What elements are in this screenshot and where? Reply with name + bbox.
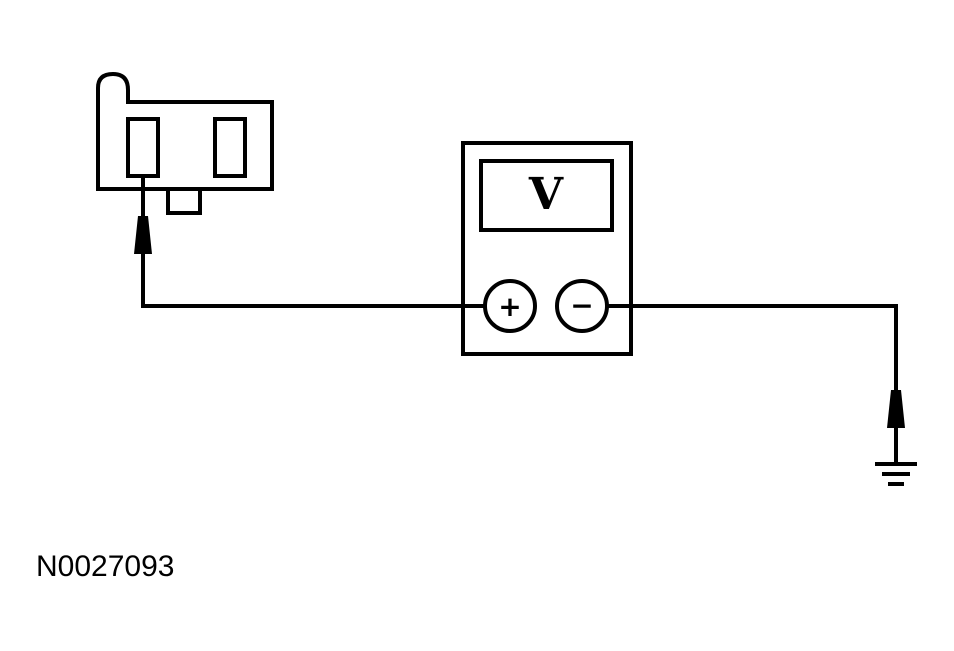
meter-symbol: V [528,169,564,220]
connector-icon [96,71,274,215]
negative-terminal: − [555,279,609,333]
negative-lead-wire [607,304,898,390]
positive-terminal: + [483,279,537,333]
positive-sign: + [498,290,521,323]
figure-id-label: N0027093 [36,550,174,583]
probe-icon [134,178,152,254]
positive-lead-wire [141,254,486,308]
ground-icon [875,462,917,486]
voltmeter: V + − [461,141,633,356]
negative-sign: − [570,289,593,322]
ground-probe-icon [887,390,905,462]
meter-display [479,159,614,232]
